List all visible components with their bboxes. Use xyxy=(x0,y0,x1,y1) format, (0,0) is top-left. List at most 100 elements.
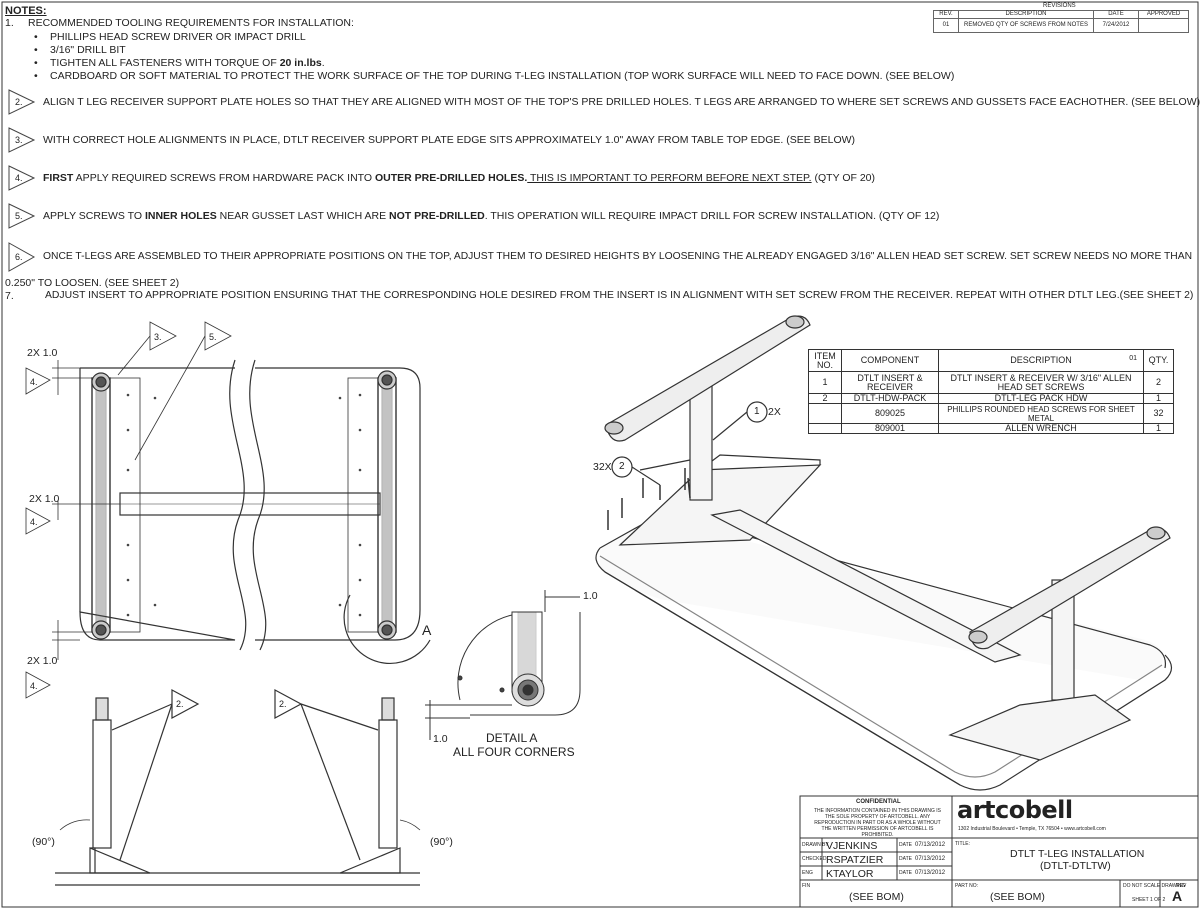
sheet-number: SHEET 1 OF 2 xyxy=(1132,897,1166,903)
bom-cell: DTLT INSERT & RECEIVER xyxy=(841,371,939,394)
flag-3: 3. xyxy=(154,332,162,342)
detail-dim-left: 1.0 xyxy=(433,733,448,745)
dim-mid-label: 2X 1.0 xyxy=(29,493,60,505)
top-view-holes xyxy=(126,393,362,617)
detail-a-marker: A xyxy=(422,622,432,638)
part-number: (SEE BOM) xyxy=(990,891,1045,903)
drawn-label: DRAWN BY xyxy=(802,842,829,848)
checked-by: RSPATZIER xyxy=(826,854,884,866)
rev-header-description: DESCRIPTION xyxy=(958,10,1094,19)
rev-cell: 01 xyxy=(933,18,959,33)
drawn-by: VJENKINS xyxy=(826,840,878,852)
rev-label: REV xyxy=(1176,883,1187,889)
rev-header-rev: REV. xyxy=(933,10,959,19)
bom-cell xyxy=(808,423,842,434)
date-label: DATE xyxy=(899,870,912,876)
rev-header-date: DATE xyxy=(1093,10,1139,19)
finish: (SEE BOM) xyxy=(849,891,904,903)
title-block-frame xyxy=(799,795,1199,908)
company-address: 1302 Industrial Boulevard • Temple, TX 7… xyxy=(958,826,1106,832)
rev-header-approved: APPROVED xyxy=(1138,10,1189,19)
note-1-torque: TIGHTEN ALL FASTENERS WITH TORQUE OF 20 … xyxy=(50,57,325,69)
note-1-cardboard: CARDBOARD OR SOFT MATERIAL TO PROTECT TH… xyxy=(50,70,955,82)
angle-right: (90°) xyxy=(430,836,453,848)
bom-header-component: COMPONENT xyxy=(841,349,939,372)
eng-by: KTAYLOR xyxy=(826,868,874,880)
bom-cell: DTLT-LEG PACK HDW xyxy=(938,393,1144,404)
angle-left: (90°) xyxy=(32,836,55,848)
part-label: PART NO: xyxy=(955,883,979,889)
bom-cell: PHILLIPS ROUNDED HEAD SCREWS FOR SHEET M… xyxy=(938,403,1144,424)
top-view-dims xyxy=(25,321,232,699)
checked-label: CHECKED xyxy=(802,856,827,862)
date-label: DATE xyxy=(899,842,912,848)
dim-bottom-label: 2X 1.0 xyxy=(27,655,58,667)
note-2: ALIGN T LEG RECEIVER SUPPORT PLATE HOLES… xyxy=(43,96,1200,108)
step-flag-2: 2. xyxy=(15,97,23,107)
balloon-2: 2 xyxy=(619,461,625,472)
step-flag-4: 4. xyxy=(15,173,23,183)
fin-label: FIN xyxy=(802,883,811,889)
step-flag-3: 3. xyxy=(15,135,23,145)
flag-5: 5. xyxy=(209,332,217,342)
bom-cell: 2 xyxy=(808,393,842,404)
eng-label: ENG xyxy=(802,870,813,876)
artcobell-logo: artcobell xyxy=(957,796,1073,824)
balloon-2-qty: 32X xyxy=(593,461,612,473)
bom-cell: 809025 xyxy=(841,403,939,424)
note-5: APPLY SCREWS TO INNER HOLES NEAR GUSSET … xyxy=(43,210,940,222)
bom-rev-flag: 01 xyxy=(1129,355,1137,362)
drawn-date: 07/13/2012 xyxy=(915,842,946,848)
detail-a xyxy=(425,590,581,740)
balloon-1: 1 xyxy=(754,406,760,417)
bullet-icon: • xyxy=(34,44,38,56)
note-7-number: 7. xyxy=(5,290,14,302)
rev-cell xyxy=(1138,18,1189,33)
bom-cell: 1 xyxy=(808,371,842,394)
note-6-continued: 0.250" TO LOOSEN. (SEE SHEET 2) xyxy=(5,277,180,289)
notes-title: NOTES: xyxy=(5,5,47,17)
flag-2-left: 2. xyxy=(176,699,184,709)
date-label: DATE xyxy=(899,856,912,862)
detail-dim-top: 1.0 xyxy=(583,590,598,602)
top-view xyxy=(79,359,431,664)
drawing-title: DTLT T-LEG INSTALLATION xyxy=(1010,848,1145,860)
note-1-number: 1. xyxy=(5,17,14,29)
bom-cell: DTLT INSERT & RECEIVER W/ 3/16" ALLEN HE… xyxy=(938,371,1144,394)
bom-cell: 1 xyxy=(1143,393,1174,404)
flag-2-right: 2. xyxy=(279,699,287,709)
note-7: ADJUST INSERT TO APPROPRIATE POSITION EN… xyxy=(45,290,1194,301)
rev-letter: A xyxy=(1172,888,1183,904)
revisions-table: REV. DESCRIPTION DATE APPROVED 01 REMOVE… xyxy=(933,10,1189,33)
flag-4-mid: 4. xyxy=(30,517,38,527)
step-flags xyxy=(8,89,36,272)
dim-top-label: 2X 1.0 xyxy=(27,347,58,359)
note-6: ONCE T-LEGS ARE ASSEMBLED TO THEIR APPRO… xyxy=(43,251,1193,262)
revisions-title: REVISIONS xyxy=(1043,3,1076,9)
bom-cell: 2 xyxy=(1143,371,1174,394)
bom-cell: ALLEN WRENCH xyxy=(938,423,1144,434)
balloon-1-qty: 2X xyxy=(768,406,781,418)
bullet-icon: • xyxy=(34,31,38,43)
bullet-icon: • xyxy=(34,57,38,69)
bom-header-item: ITEM NO. xyxy=(808,349,842,372)
detail-subtitle: ALL FOUR CORNERS xyxy=(453,745,575,759)
drawing-title-model: (DTLT-DTLTW) xyxy=(1040,860,1111,872)
confidential-title: CONFIDENTIAL xyxy=(856,799,901,805)
front-view xyxy=(55,688,421,886)
title-label: TITLE: xyxy=(955,841,971,847)
flag-4-top: 4. xyxy=(30,377,38,387)
bom-cell: 809001 xyxy=(841,423,939,434)
note-3: WITH CORRECT HOLE ALIGNMENTS IN PLACE, D… xyxy=(43,134,856,146)
bom-cell: 32 xyxy=(1143,403,1174,424)
rev-cell: 7/24/2012 xyxy=(1093,18,1139,33)
flag-4-bottom: 4. xyxy=(30,681,38,691)
bom-cell xyxy=(808,403,842,424)
eng-date: 07/13/2012 xyxy=(915,870,946,876)
note-1: RECOMMENDED TOOLING REQUIREMENTS FOR INS… xyxy=(28,17,354,29)
note-1-tool-screwdriver: PHILLIPS HEAD SCREW DRIVER OR IMPACT DRI… xyxy=(50,31,306,43)
step-flag-6: 6. xyxy=(15,252,23,262)
